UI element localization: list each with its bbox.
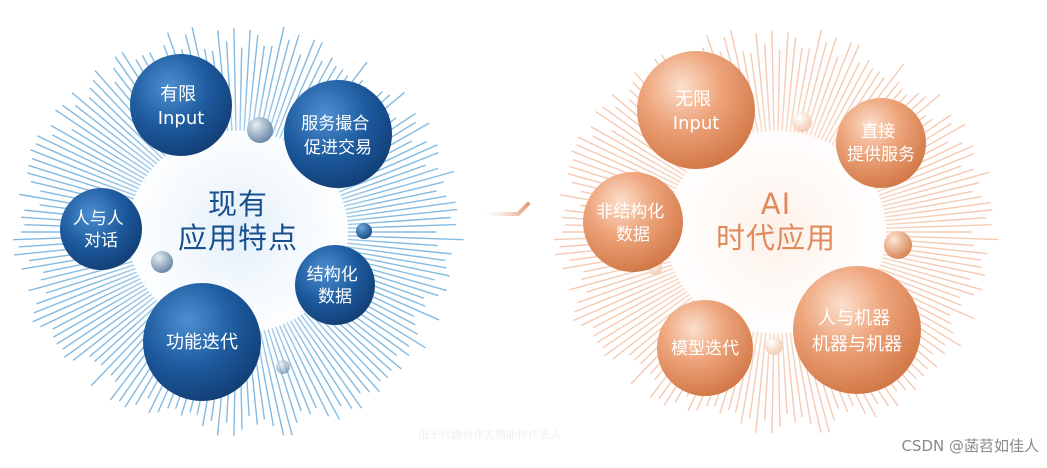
right-small-sphere xyxy=(884,231,912,259)
node-label-line: 提供服务 xyxy=(847,145,915,165)
left-node-feature-iteration-label: 功能迭代 xyxy=(166,332,238,353)
node-label-line: 非结构化 xyxy=(596,202,664,222)
left-small-sphere xyxy=(356,223,372,239)
right-small-sphere xyxy=(765,337,783,355)
node-label-line: Input xyxy=(673,113,720,134)
node-label-line: 有限 xyxy=(160,84,196,105)
left-node-human-dialogue: 人与人 对话 xyxy=(60,188,142,270)
left-node-service-matching: 服务撮合 促进交易 xyxy=(284,80,392,188)
node-label-line: 数据 xyxy=(318,287,352,307)
node-label-line: 服务撮合 xyxy=(301,114,369,134)
left-node-structured-data-label: 结构化 数据 xyxy=(307,265,363,307)
node-label-line: 数据 xyxy=(616,225,650,245)
left-center-title: 现有 应用特点 xyxy=(177,187,298,255)
faint-caption: 出于兴趣自作尤物能作作艺人 xyxy=(418,428,561,441)
right-center-title: AI 时代应用 xyxy=(715,187,836,255)
right-small-sphere xyxy=(792,112,812,132)
node-label-line: 直接 xyxy=(861,122,895,142)
right-node-human-machine-label: 人与机器 机器与机器 xyxy=(812,308,902,355)
left-small-sphere xyxy=(276,360,290,374)
node-label-line: 促进交易 xyxy=(304,138,372,158)
right-node-unstructured-data: 非结构化 数据 xyxy=(583,172,683,272)
left-node-structured-data: 结构化 数据 xyxy=(295,245,375,325)
left-small-sphere xyxy=(151,251,173,273)
node-label-line: Input xyxy=(158,108,205,129)
right-node-human-machine: 人与机器 机器与机器 xyxy=(793,266,921,394)
node-label-line: 结构化 xyxy=(307,265,358,285)
left-node-service-matching-label: 服务撮合 促进交易 xyxy=(301,114,374,158)
transition-arrow-icon xyxy=(476,202,530,216)
right-node-unlimited-input: 无限 Input xyxy=(637,51,755,169)
left-node-human-dialogue-label: 人与人 对话 xyxy=(73,209,129,251)
right-node-direct-service: 直接 提供服务 xyxy=(836,98,926,188)
watermark: CSDN @菡苕如佳人 xyxy=(901,437,1039,455)
right-node-unlimited-input-label: 无限 Input xyxy=(673,89,720,134)
node-label-line: 对话 xyxy=(84,231,118,251)
node-label-line: 人与机器 xyxy=(818,308,890,329)
right-node-model-iteration: 模型迭代 xyxy=(657,300,753,396)
node-label-line: 机器与机器 xyxy=(812,334,902,355)
left-node-limited-input: 有限 Input xyxy=(130,54,232,156)
right-node-direct-service-label: 直接 提供服务 xyxy=(847,122,915,165)
node-label-line: 无限 xyxy=(675,89,711,110)
left-node-limited-input-label: 有限 Input xyxy=(158,84,205,129)
left-small-sphere xyxy=(247,117,273,143)
left-node-feature-iteration: 功能迭代 xyxy=(143,283,261,401)
right-node-unstructured-data-label: 非结构化 数据 xyxy=(596,202,669,245)
right-node-model-iteration-label: 模型迭代 xyxy=(671,339,739,359)
node-label-line: 人与人 xyxy=(73,209,124,229)
